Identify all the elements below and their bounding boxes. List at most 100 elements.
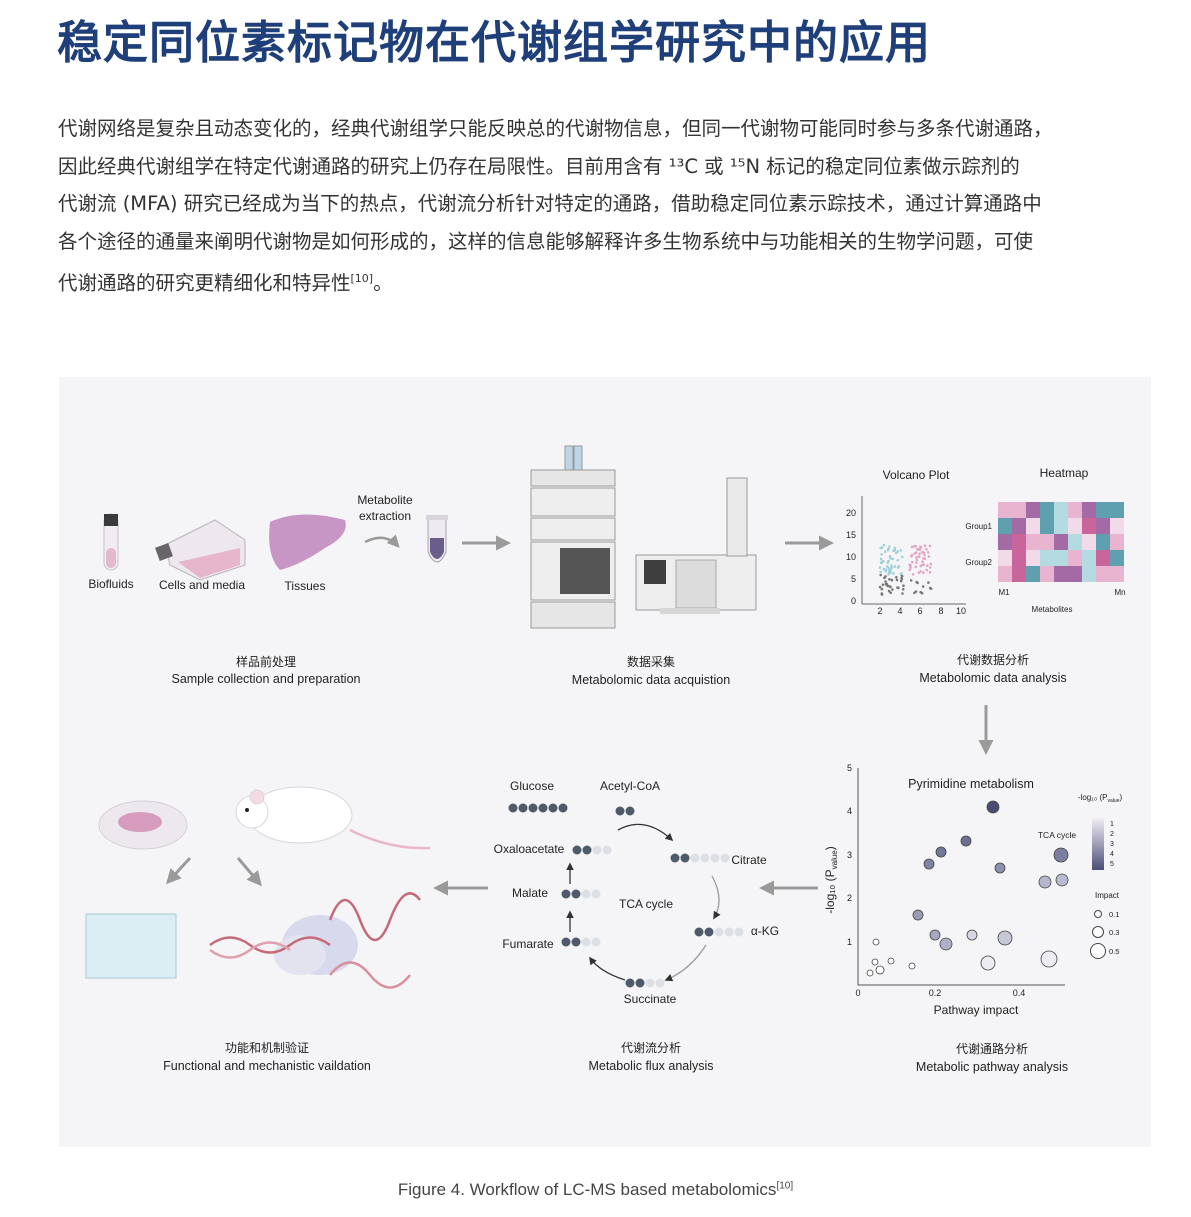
paragraph-line: 各个途径的通量来阐明代谢物是如何形成的，这样的信息能够解释许多生物系统中与功能相… (58, 229, 1034, 253)
heatmap-axis-title: Metabolites (1032, 605, 1073, 614)
volcano-point (879, 570, 882, 574)
heatmap-cell (1110, 534, 1124, 550)
legend-tick: 4 (1110, 851, 1114, 858)
volcano-point (911, 573, 915, 576)
volcano-point (928, 566, 932, 569)
step-en-label: Metabolomic data analysis (919, 671, 1066, 685)
eppendorf-tube-icon (426, 515, 448, 563)
heatmap-cell (1082, 518, 1096, 534)
cell-culture-flask-icon (155, 519, 246, 581)
volcano-point (891, 588, 894, 591)
volcano-title: Volcano Plot (883, 468, 950, 482)
volcano-point (914, 551, 918, 554)
pathway-bubble (1055, 873, 1069, 887)
caption-text: Figure 4. Workflow of LC-MS based metabo… (397, 1180, 777, 1199)
volcano-point (879, 573, 882, 577)
carbon-atom-dot (528, 803, 538, 813)
metabolite-label: Citrate (731, 853, 767, 867)
heatmap-cell (1096, 534, 1110, 550)
pathway-bubble (966, 929, 978, 941)
gel-membrane-icon (85, 913, 177, 979)
volcano-point (925, 547, 928, 551)
pathway-y-tick: 2 (847, 893, 852, 903)
step-cn-label: 代谢流分析 (621, 1040, 681, 1055)
metabolite-label: Acetyl-CoA (600, 779, 660, 793)
legend-sub: value (1107, 798, 1119, 804)
volcano-y-tick: 20 (846, 508, 856, 518)
volcano-y-tick: 0 (851, 596, 856, 606)
carbon-atom-dot (724, 927, 734, 937)
volcano-point (922, 571, 925, 574)
volcano-point (918, 555, 921, 559)
pathway-x-tick: 0.4 (1013, 988, 1026, 998)
heatmap-cell (1012, 534, 1026, 550)
volcano-point (910, 553, 914, 557)
heatmap-cell (1054, 502, 1068, 518)
volcano-plot: 20 15 10 5 0 2 4 6 8 10 (846, 496, 966, 616)
heatmap-cell (1096, 550, 1110, 566)
pathway-bubble (872, 938, 880, 946)
heatmap-cell (1012, 502, 1026, 518)
carbon-atom-dot (581, 889, 591, 899)
carbon-atom-dot (625, 978, 635, 988)
heatmap-cell (1096, 566, 1110, 582)
pathway-bubble-chart: 5 4 3 2 1 0 0.2 0.4 Pyrimidine metabolis… (823, 763, 1076, 1017)
volcano-point (917, 571, 921, 574)
dna-protein-icon (209, 892, 421, 989)
volcano-point (882, 560, 885, 563)
volcano-point (888, 554, 892, 558)
volcano-point (893, 548, 897, 552)
carbon-atom-dot (714, 927, 724, 937)
volcano-point (915, 561, 918, 564)
legend-bubble (1090, 943, 1106, 959)
pathway-bubble (994, 862, 1006, 874)
carbon-atom-dot (655, 978, 665, 988)
legend-impact-value: 0.1 (1109, 910, 1119, 919)
heatmap-cell (1054, 550, 1068, 566)
reaction-arrow-icon (617, 823, 674, 842)
volcano-point (888, 578, 891, 581)
heatmap-cell (998, 534, 1012, 550)
carbon-atom-dot (635, 978, 645, 988)
pathway-bubble (986, 800, 1000, 814)
carbon-atom-dot (680, 853, 690, 863)
heatmap-cell (1040, 566, 1054, 582)
biofluids-label: Biofluids (88, 577, 133, 591)
volcano-point (900, 574, 904, 578)
volcano-point (915, 556, 918, 559)
carbon-atom-dot (581, 937, 591, 947)
volcano-point (921, 585, 925, 588)
carbon-atom-dot (572, 845, 582, 855)
legend-color-scale (1092, 818, 1104, 870)
pathway-annotation: TCA cycle (1038, 830, 1077, 840)
volcano-point (887, 589, 891, 593)
volcano-point (896, 559, 900, 562)
volcano-point (927, 555, 931, 558)
volcano-point (909, 579, 913, 582)
carbon-atom-dot (592, 845, 602, 855)
volcano-point (896, 550, 900, 553)
reaction-arrow-icon (589, 956, 626, 981)
volcano-point (884, 575, 887, 578)
volcano-point (919, 570, 922, 573)
heatmap-cell (1054, 566, 1068, 582)
legend-bubble (1094, 910, 1102, 918)
volcano-x-tick: 10 (956, 606, 966, 616)
volcano-point (882, 567, 886, 571)
carbon-atom-dot (548, 803, 558, 813)
volcano-point (900, 572, 903, 575)
heatmap-cell (1068, 518, 1082, 534)
volcano-point (895, 578, 899, 582)
pathway-y-tick: 5 (847, 763, 852, 773)
flow-arrow-icon (236, 857, 262, 887)
carbon-atom-dot (591, 889, 601, 899)
carbon-atom-dot (561, 889, 571, 899)
heatmap-cell (1110, 518, 1124, 534)
carbon-atom-dot (710, 853, 720, 863)
pathway-bubble (871, 958, 879, 966)
step-en-label: Metabolic pathway analysis (916, 1060, 1068, 1074)
carbon-atom-dot (508, 803, 518, 813)
volcano-point (927, 581, 930, 584)
pathway-y-tick: 4 (847, 806, 852, 816)
